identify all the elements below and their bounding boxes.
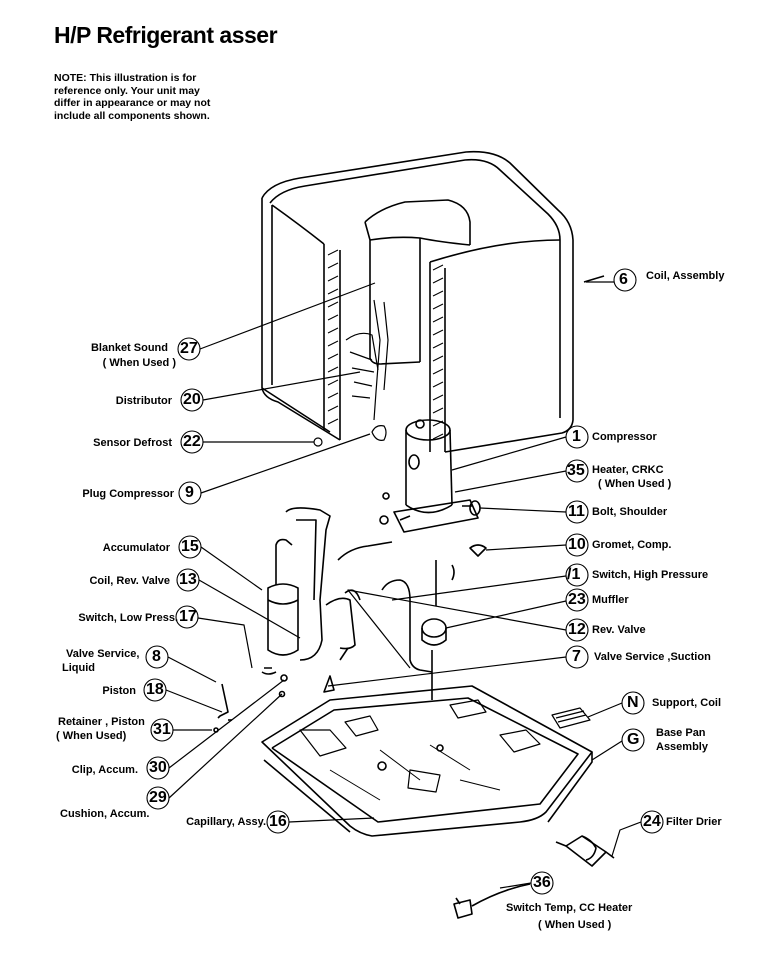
callout-6: 6 <box>619 271 628 288</box>
callout-8: 8 <box>152 648 161 665</box>
callout-7: 7 <box>572 648 581 665</box>
label-gromet-comp: Gromet, Comp. <box>592 539 672 551</box>
callout-9: 9 <box>185 484 194 501</box>
filter-drier-drawing <box>555 835 615 867</box>
label-compressor: Compressor <box>592 431 657 443</box>
label-cushion-accum: Cushion, Accum. <box>60 808 150 820</box>
callout-18: 18 <box>146 681 164 698</box>
label-base-pan: Base Pan <box>656 727 706 739</box>
distributor-drawing <box>313 299 389 447</box>
compressor-drawing <box>379 419 487 557</box>
leader-lines <box>165 281 642 889</box>
label-clip-accum: Clip, Accum. <box>71 764 138 776</box>
label-blanket-sound: Blanket Sound <box>90 342 168 354</box>
callout-13: 13 <box>179 571 197 588</box>
callout-12: 12 <box>568 621 586 638</box>
coil-support-drawing <box>551 707 591 729</box>
label-accumulator: Accumulator <box>102 542 170 554</box>
callout-35: 35 <box>567 462 585 479</box>
label-heater-crkc-sub: ( When Used ) <box>598 478 672 490</box>
callout-15: 15 <box>181 538 199 555</box>
label-coil-assembly: Coil, Assembly <box>646 270 725 282</box>
callout-10: 10 <box>568 536 586 553</box>
label-valve-service-liquid: Valve Service, <box>66 648 140 660</box>
note-line: reference only. Your unit may <box>54 84 200 97</box>
base-pan-drawing <box>261 685 593 837</box>
callout-1-high-pressure: /1 <box>567 566 581 583</box>
callout-36: 36 <box>533 874 551 891</box>
note-line: differ in appearance or may not <box>54 97 211 109</box>
label-valve-service-liquid-sub: Liquid <box>62 662 95 674</box>
label-bolt-shoulder: Bolt, Shoulder <box>592 506 668 518</box>
note-line: NOTE: This illustration is for <box>54 72 197 84</box>
sound-blanket-drawing <box>364 199 471 365</box>
label-coil-rev-valve: Coil, Rev. Valve <box>89 575 170 587</box>
label-retainer-piston-sub: ( When Used) <box>56 730 127 742</box>
diagram-title: H/P Refrigerant asser <box>54 22 278 48</box>
callout-20: 20 <box>183 391 201 408</box>
temp-switch-drawing <box>453 883 531 919</box>
callout-16: 16 <box>269 813 287 830</box>
label-piston: Piston <box>102 685 136 697</box>
label-valve-service-suction: Valve Service ,Suction <box>594 651 711 663</box>
callout-24: 24 <box>643 813 661 830</box>
label-switch-high-pressure: Switch, High Pressure <box>592 569 709 581</box>
label-support-coil: Support, Coil <box>652 697 722 709</box>
callout-29: 29 <box>149 789 167 806</box>
callout-n: N <box>627 694 639 711</box>
callout-30: 30 <box>149 759 167 776</box>
label-heater-crkc: Heater, CRKC <box>592 464 664 476</box>
label-filter-drier: Filter Drier <box>666 816 722 828</box>
label-sensor-defrost: Sensor Defrost <box>93 437 172 449</box>
label-switch-temp-cc-heater: Switch Temp, CC Heater <box>506 902 633 914</box>
label-blanket-sound-sub: ( When Used ) <box>102 357 176 369</box>
accumulator-drawing <box>213 507 455 733</box>
callout-1: 1 <box>572 428 581 445</box>
label-switch-low-press: Switch, Low Press. <box>78 612 178 624</box>
label-switch-temp-cc-heater-sub: ( When Used ) <box>538 919 612 931</box>
reference-note: NOTE: This illustration is for reference… <box>54 72 210 122</box>
label-capillary-assy: Capillary, Assy. <box>186 816 266 828</box>
coil-assembly-drawing <box>261 150 605 453</box>
label-base-pan-sub: Assembly <box>656 741 708 753</box>
label-distributor: Distributor <box>115 395 172 407</box>
callout-31: 31 <box>153 721 171 738</box>
label-retainer-piston: Retainer , Piston <box>58 716 145 728</box>
callout-27: 27 <box>180 340 198 357</box>
callout-g: G <box>627 731 640 748</box>
callout-22: 22 <box>183 433 201 450</box>
label-muffler: Muffler <box>592 594 629 606</box>
callout-17: 17 <box>179 608 197 625</box>
note-line: include all components shown. <box>54 109 210 122</box>
callout-11: 11 <box>568 503 585 520</box>
callout-23: 23 <box>568 591 586 608</box>
label-plug-compressor: Plug Compressor <box>82 488 174 500</box>
label-rev-valve: Rev. Valve <box>592 624 646 636</box>
